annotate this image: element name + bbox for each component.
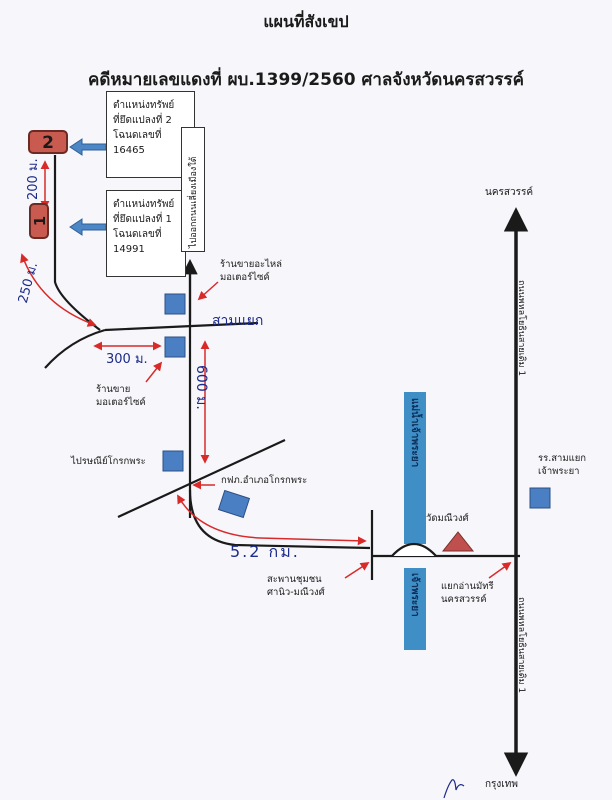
label-bridge-line-1: สะพานชุมชน xyxy=(267,574,322,585)
road-diagonal-south xyxy=(117,439,286,518)
label-moto-shop-line-2: มอเตอร์ไซค์ xyxy=(96,397,146,408)
pointer-parts-shop xyxy=(197,281,219,301)
label-school-line-2: เจ้าพระยา xyxy=(538,466,580,477)
parcel-1-line-2: ที่ยึดแปลงที่ 1 xyxy=(113,214,172,225)
pointer-bridge xyxy=(344,562,370,579)
parcel-1-line-4: 14991 xyxy=(113,244,145,255)
annotation-arrows xyxy=(20,160,512,579)
parcel-2-line-3: โฉนดเลขที่ xyxy=(113,130,162,141)
road-crossroad-east xyxy=(104,321,259,332)
parcel-2-line-2: ที่ยึดแปลงที่ 2 xyxy=(113,115,172,126)
pointer-moto-shop xyxy=(145,361,163,383)
label-parts-shop-line-1: ร้านขายอะไหล่ xyxy=(220,259,282,270)
label-junction-line-2: นครสวรรค์ xyxy=(441,594,487,605)
callout-arrow-parcel-1 xyxy=(69,218,107,236)
building-pea xyxy=(217,489,251,519)
hand-distance-300m: 300 ม. xyxy=(106,352,148,367)
label-south-direction: กรุงเทพ xyxy=(485,779,518,790)
label-bridge: สะพานชุมชน ศานิว-มณีวงศ์ xyxy=(267,573,325,599)
parcel-2-info: ตำแหน่งทรัพย์ ที่ยึดแปลงที่ 2 โฉนดเลขที่… xyxy=(106,91,195,178)
callout-arrows xyxy=(69,138,107,236)
road-to-parcels xyxy=(53,155,101,331)
label-parts-shop: ร้านขายอะไหล่ มอเตอร์ไซค์ xyxy=(220,258,282,284)
label-river-upper: แม่น้ำเจ้าพระยา xyxy=(409,398,420,468)
label-north-direction: นครสวรรค์ xyxy=(485,187,534,198)
label-parts-shop-line-2: มอเตอร์ไซค์ xyxy=(220,272,270,283)
parcel-2-line-1: ตำแหน่งทรัพย์ xyxy=(113,100,175,111)
callout-arrow-parcel-2 xyxy=(69,138,107,156)
parcel-1-info: ตำแหน่งทรัพย์ ที่ยึดแปลงที่ 1 โฉนดเลขที่… xyxy=(106,190,186,277)
road-curve-west xyxy=(44,328,106,369)
map-subtitle: คดีหมายเลขแดงที่ ผบ.1399/2560 ศาลจังหวัด… xyxy=(87,70,525,90)
temple-triangle xyxy=(441,531,475,552)
hand-distance-600m: 600 ม. xyxy=(193,365,209,410)
parcel-2-line-4: 16465 xyxy=(113,145,145,156)
parcel-1-line-1: ตำแหน่งทรัพย์ xyxy=(113,199,175,210)
label-school-line-1: รร.สามแยก xyxy=(538,453,587,464)
building-post-office xyxy=(162,450,184,472)
map-title: แผนที่สังเขป xyxy=(263,12,349,31)
label-pea: กฟภ.อำเภอโกรกพระ xyxy=(221,475,308,486)
label-temple: วัดมณีวงศ์ xyxy=(426,513,469,524)
parcel-2-marker: 2 xyxy=(28,130,68,154)
label-moto-shop: ร้านขาย มอเตอร์ไซค์ xyxy=(96,383,146,409)
building-school xyxy=(529,487,551,509)
label-highway-lower: ถนนพหลโยธินสายเดิม 1 xyxy=(516,597,526,694)
bypass-sign-label: ไปออกถนนเลี่ยงเมืองใต้ xyxy=(189,156,199,248)
bridge-arch xyxy=(391,542,437,557)
label-river-lower: เจ้าพระยา xyxy=(409,573,420,617)
parcel-1-marker: 1 xyxy=(29,203,49,239)
pointer-junction xyxy=(488,561,512,579)
label-school: รร.สามแยก เจ้าพระยา xyxy=(538,452,586,478)
label-post-office: ไปรษณีย์โกรกพระ xyxy=(71,456,146,467)
building-parts-shop xyxy=(164,293,186,315)
label-moto-shop-line-1: ร้านขาย xyxy=(96,384,131,395)
bypass-sign-box xyxy=(181,127,205,252)
label-junction: แยกอ่านมัทรี นครสวรรค์ xyxy=(441,580,494,606)
building-moto-shop xyxy=(164,336,186,358)
label-junction-line-1: แยกอ่านมัทรี xyxy=(441,581,494,592)
river-lower xyxy=(404,568,426,650)
label-highway-upper: ถนนพหลโยธินสายเดิม 1 xyxy=(516,280,526,377)
hand-distance-200m: 200 ม. xyxy=(26,158,41,200)
hand-junction: สามแยก xyxy=(212,313,264,329)
arrow-5-2km xyxy=(177,494,367,546)
label-bridge-line-2: ศานิว-มณีวงศ์ xyxy=(267,587,325,598)
signature xyxy=(443,779,465,799)
river-upper xyxy=(404,392,426,544)
hand-distance-5-2km: 5.2 กม. xyxy=(230,542,300,561)
parcel-1-line-3: โฉนดเลขที่ xyxy=(113,229,162,240)
arrow-250m xyxy=(20,253,97,327)
